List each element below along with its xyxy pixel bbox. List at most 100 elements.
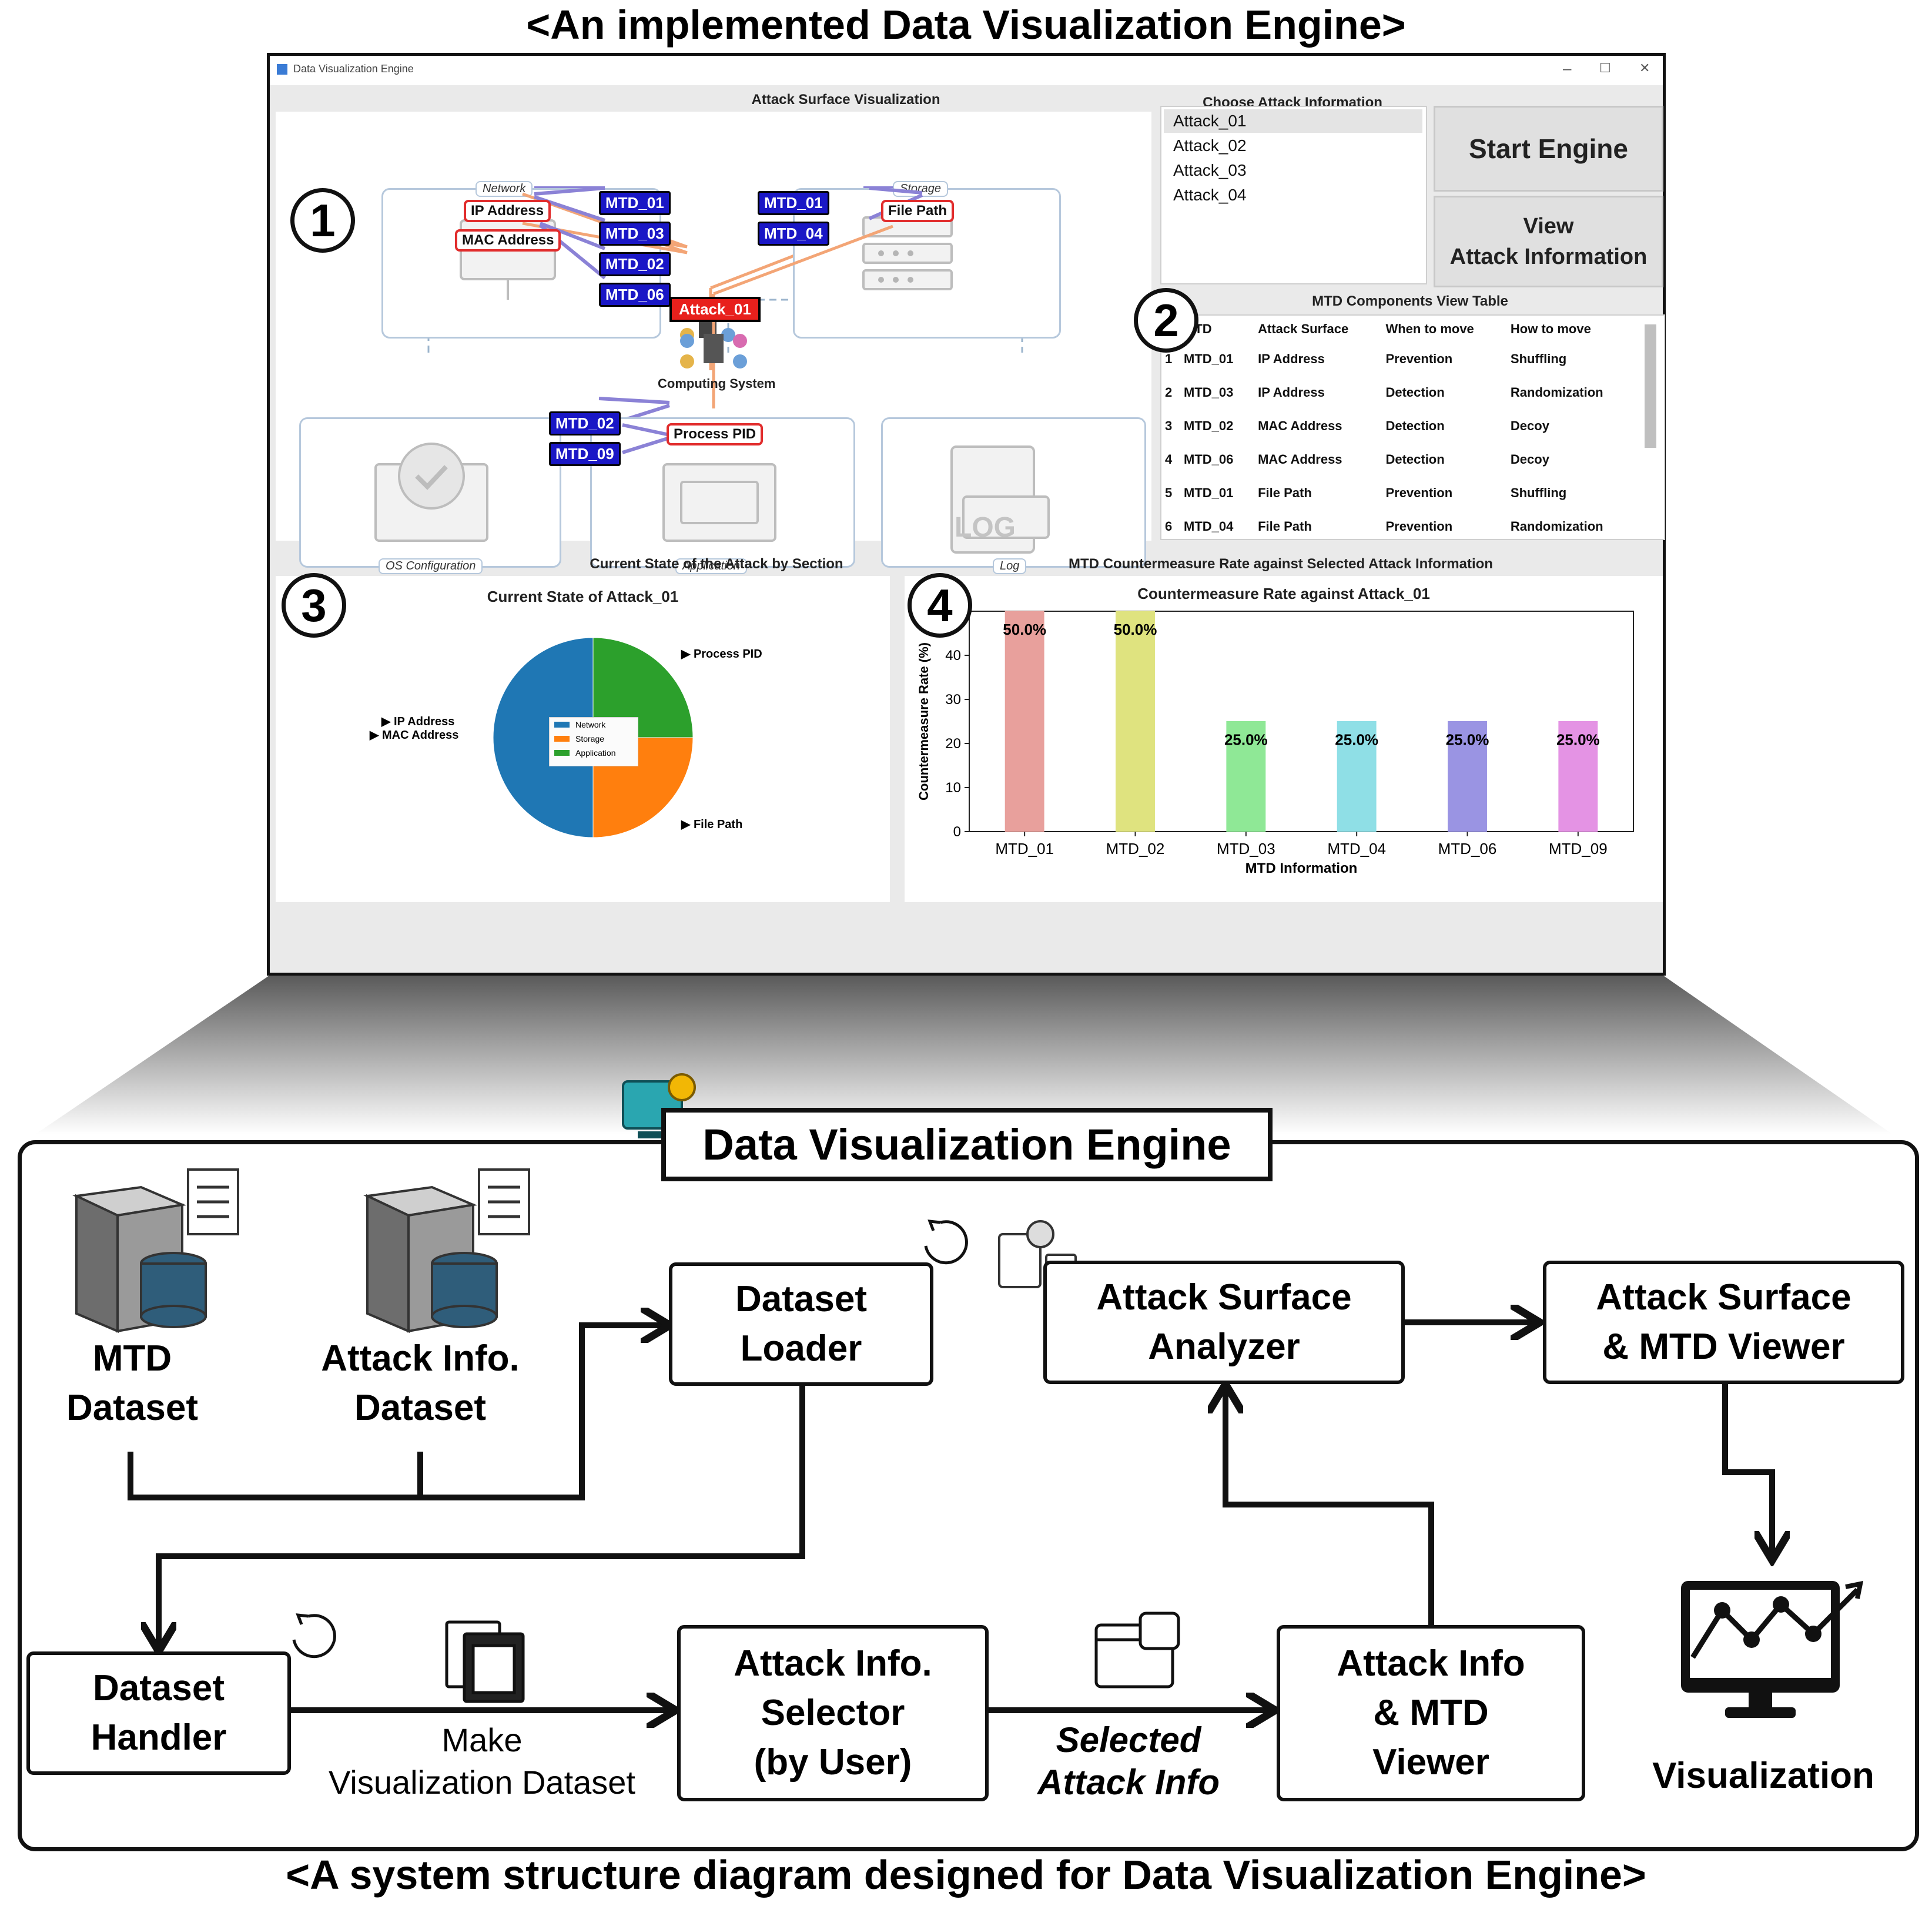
view-attack-info-button[interactable]: View Attack Information [1434,196,1663,287]
table-cell-mtd: MTD_01 [1184,351,1234,366]
attack-list-item[interactable]: Attack_01 [1173,112,1247,130]
x-tick-label: MTD_02 [1106,840,1165,857]
pie-annotation-process: ▶ Process PID [681,648,762,661]
application-zone-label: Application [675,558,747,574]
table-cell-mtd: MTD_03 [1184,384,1234,400]
pie-legend-swatch [554,736,570,742]
window-title: Data Visualization Engine [293,63,414,75]
view-button-line2: Attack Information [1449,244,1648,269]
info-viewer-line1: Attack Info [1337,1643,1525,1684]
app-icon [277,64,287,75]
close-icon[interactable]: ✕ [1639,61,1650,75]
attack-surface-mtd-viewer-box: Attack Surface & MTD Viewer [1543,1261,1904,1384]
x-tick-label: MTD_03 [1217,840,1275,857]
table-scrollbar[interactable] [1645,324,1656,448]
pie-slice-application [592,637,694,738]
table-cell-surface: IP Address [1258,351,1325,366]
table-cell-when: Detection [1385,451,1445,467]
pie-legend-item: Network [550,718,638,732]
mtd-dataset-line2: Dataset [66,1388,198,1428]
table-cell-how: Shuffling [1510,485,1567,500]
panel4-header: MTD Countermeasure Rate against Selected… [1069,556,1493,572]
bar-data-label: 25.0% [1224,731,1268,749]
dataset-loader-line1: Dataset [735,1279,867,1319]
mtd-dataset-line1: MTD [92,1338,172,1379]
table-cell-surface: File Path [1258,518,1312,534]
pie-legend-label: Application [575,748,616,758]
attack-list-item[interactable]: Attack_04 [1173,186,1247,204]
y-tick-label: 40 [945,648,961,664]
file-path-label: File Path [881,200,955,222]
analyzer-line2: Analyzer [1148,1326,1300,1367]
attack-dataset-line2: Dataset [354,1388,486,1428]
attack-list-item[interactable]: Attack_02 [1173,136,1247,155]
mtd-badge: MTD_02 [549,411,621,435]
table-cell-how: Randomization [1510,518,1603,534]
attack-list[interactable]: Attack_01 Attack_02 Attack_03 Attack_04 [1160,106,1427,284]
start-engine-button[interactable]: Start Engine [1434,106,1663,192]
table-cell-n: 4 [1165,451,1173,467]
table-cell-how: Decoy [1510,451,1549,467]
mtd-table-panel: MTD Attack Surface When to move How to m… [1160,314,1665,540]
y-tick-label: 20 [945,736,961,752]
section-number-2: 2 [1134,288,1198,353]
mtd-badge: MTD_06 [599,283,671,307]
col-attack-surface[interactable]: Attack Surface [1258,321,1349,336]
log-file-icon: LOG [955,512,1016,543]
attack-info-dataset: Attack Info. Dataset [294,1334,547,1433]
bar-data-label: 50.0% [1003,621,1046,638]
dataset-loader-box: Dataset Loader [669,1262,933,1386]
table-cell-n: 5 [1165,485,1173,500]
visualization-label: Visualization [1652,1755,1874,1796]
mtd-badge: MTD_01 [599,191,671,215]
section-number-1: 1 [290,188,355,253]
pie-annotation-mac: ▶ MAC Address [370,729,459,742]
table-cell-when: Detection [1385,418,1445,433]
bar-title: Countermeasure Rate against Attack_01 [1137,584,1430,602]
dataset-loader-line2: Loader [740,1328,862,1369]
y-tick-label: 30 [945,692,961,708]
bar-data-label: 25.0% [1556,731,1600,749]
selected-line2: Attack Info [1037,1763,1220,1802]
table-cell-n: 3 [1165,418,1173,433]
attack-list-item[interactable]: Attack_03 [1173,161,1247,179]
table-cell-surface: MAC Address [1258,418,1342,433]
x-axis-label: MTD Information [1245,860,1358,876]
y-tick-label: 10 [945,780,961,796]
table-cell-when: Detection [1385,384,1445,400]
selector-line1: Attack Info. [734,1643,932,1684]
pie-annotation-ip: ▶ IP Address [381,715,455,728]
bar-data-label: 25.0% [1446,731,1489,749]
table-cell-how: Shuffling [1510,351,1567,366]
bar-mtd_01 [1004,611,1044,832]
bar-chart: 01020304050MTD_0150.0%MTD_0250.0%MTD_032… [916,604,1634,876]
mtd-badge: MTD_02 [599,252,671,276]
col-how-to-move[interactable]: How to move [1510,321,1591,336]
info-viewer-line3: Viewer [1372,1742,1489,1783]
bar-mtd_03 [1226,721,1266,832]
pie-legend-item: Application [550,746,638,760]
view-button-line1: View [1523,214,1574,239]
col-when-to-move[interactable]: When to move [1385,321,1474,336]
bottom-caption: <A system structure diagram designed for… [286,1852,1646,1898]
mtd-table-title: MTD Components View Table [1312,293,1508,309]
mtd-components-table: MTD Attack Surface When to move How to m… [1161,316,1638,539]
attack-info-mtd-viewer-box: Attack Info & MTD Viewer [1277,1625,1585,1801]
table-cell-how: Randomization [1510,384,1603,400]
pie-slice-network [493,637,594,838]
maximize-icon[interactable]: ☐ [1599,61,1611,75]
panel1-title: Attack Surface Visualization [751,92,940,108]
table-cell-mtd: MTD_04 [1184,518,1234,534]
x-tick-label: MTD_01 [995,840,1054,857]
minimize-icon[interactable]: – [1563,59,1572,77]
table-cell-surface: MAC Address [1258,451,1342,467]
